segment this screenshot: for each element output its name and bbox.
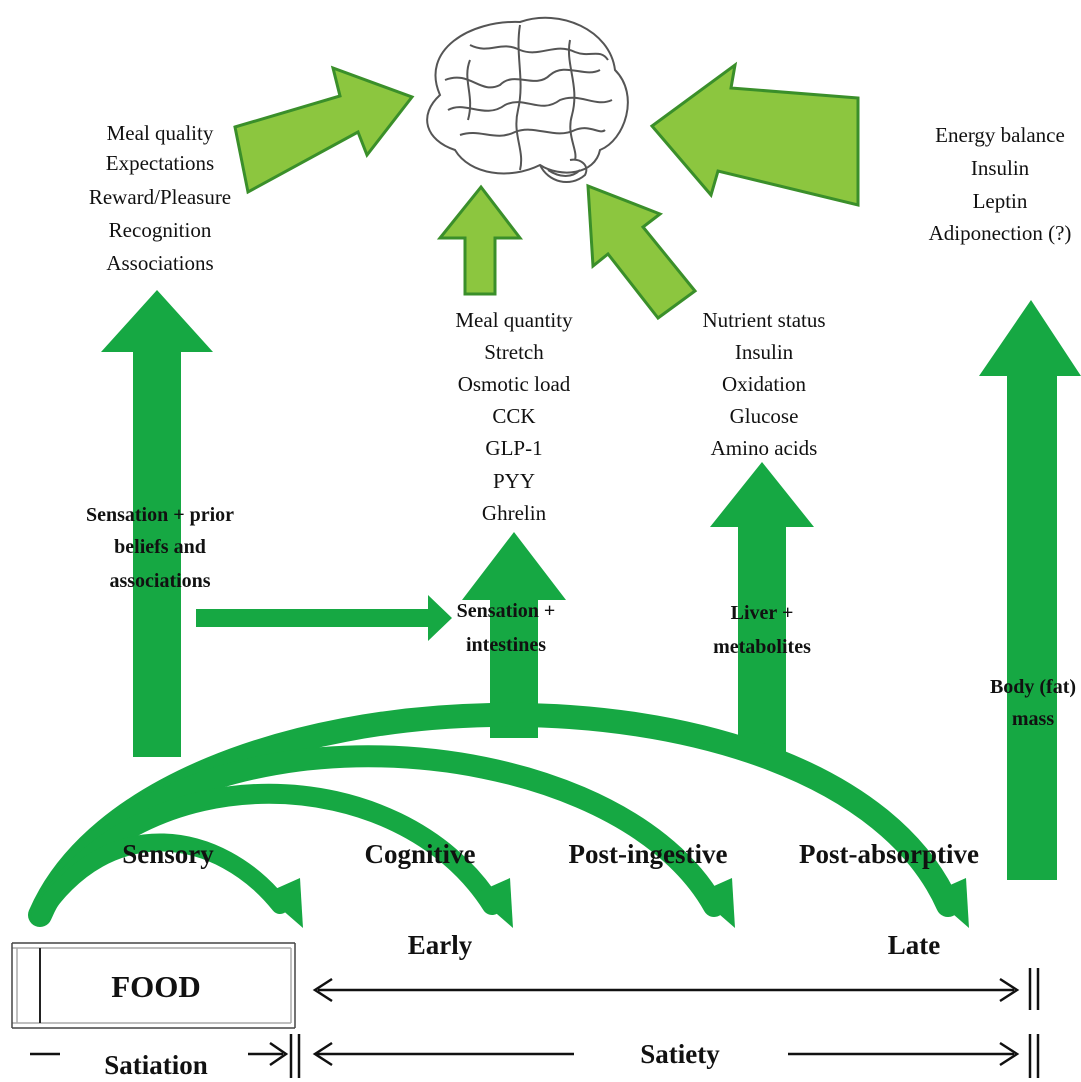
liver-factor: Amino acids bbox=[711, 436, 818, 460]
phase-arcs bbox=[28, 702, 960, 927]
arrow-liver-metabolites bbox=[710, 462, 814, 752]
arrowhead-post-ingestive bbox=[696, 878, 735, 928]
timeline-satiation-satiety: Satiation Satiety bbox=[30, 1034, 1040, 1080]
left-factor: Expectations bbox=[106, 151, 214, 175]
pathway-label-line: Liver + bbox=[731, 602, 794, 624]
timeline-late-label: Late bbox=[888, 930, 941, 960]
pathway-label-line: Sensation + prior bbox=[86, 504, 234, 526]
arrowhead-cognitive bbox=[474, 878, 513, 928]
phase-label-cognitive: Cognitive bbox=[365, 839, 476, 869]
gut-factor: GLP-1 bbox=[485, 436, 542, 460]
arrow-horizontal bbox=[196, 595, 452, 641]
pathway-label-body-fat: Body (fat) mass bbox=[990, 676, 1076, 730]
pathway-label-line: associations bbox=[109, 570, 210, 592]
pathway-label-line: Sensation + bbox=[457, 600, 556, 622]
gut-factor: CCK bbox=[492, 404, 535, 428]
left-factor: Associations bbox=[106, 251, 213, 275]
gut-factor: Ghrelin bbox=[482, 501, 547, 525]
timeline-early-late: Early Late bbox=[312, 930, 1040, 1010]
arrow-body-fat bbox=[979, 300, 1081, 880]
gut-factors-list: Meal quantity Stretch Osmotic load CCK G… bbox=[455, 308, 573, 525]
right-factors-list: Energy balance Insulin Leptin Adiponecti… bbox=[929, 123, 1072, 245]
phase-label-post-ingestive: Post-ingestive bbox=[569, 839, 728, 869]
arrowhead-post-absorptive bbox=[930, 878, 969, 928]
right-factor: Leptin bbox=[973, 189, 1028, 213]
liver-factor: Glucose bbox=[730, 404, 799, 428]
phase-label-post-absorptive: Post-absorptive bbox=[799, 839, 979, 869]
light-arrow-left bbox=[233, 65, 415, 195]
liver-factors-list: Nutrient status Insulin Oxidation Glucos… bbox=[702, 308, 825, 460]
light-arrow-arrows bbox=[233, 61, 860, 321]
pathway-label-line: mass bbox=[1012, 708, 1054, 730]
arrowhead-sensory bbox=[264, 878, 303, 928]
liver-factor: Insulin bbox=[735, 340, 794, 364]
phase-arrowheads bbox=[264, 878, 969, 928]
timeline-early-label: Early bbox=[408, 930, 473, 960]
arrow-sensation-prior bbox=[101, 290, 213, 757]
arc-sensory bbox=[31, 833, 289, 924]
satiety-label: Satiety bbox=[640, 1039, 720, 1069]
pathway-label-line: intestines bbox=[466, 634, 546, 656]
food-box: FOOD bbox=[11, 942, 296, 1029]
arrow-sensation-intestines bbox=[462, 532, 566, 738]
left-factor: Reward/Pleasure bbox=[89, 185, 231, 209]
left-factor: Meal quality bbox=[107, 121, 214, 145]
liver-factor: Oxidation bbox=[722, 372, 806, 396]
vertical-arrows bbox=[101, 290, 1081, 880]
pathway-label-line: Body (fat) bbox=[990, 676, 1076, 698]
right-factor: Adiponection (?) bbox=[929, 221, 1072, 245]
left-factors-list: Meal quality Expectations Reward/Pleasur… bbox=[89, 121, 231, 275]
satiation-label: Satiation bbox=[104, 1050, 208, 1080]
phase-label-sensory: Sensory bbox=[122, 839, 214, 869]
right-factor: Energy balance bbox=[935, 123, 1065, 147]
gut-factor: PYY bbox=[493, 469, 535, 493]
light-arrow-right bbox=[649, 61, 860, 207]
brain-icon bbox=[426, 16, 629, 184]
light-arrow-liver bbox=[586, 183, 698, 321]
right-factor: Insulin bbox=[971, 156, 1030, 180]
gut-factor: Stretch bbox=[484, 340, 544, 364]
pathway-label-sensation-prior: Sensation + prior beliefs and associatio… bbox=[86, 504, 234, 592]
pathway-label-line: beliefs and bbox=[114, 536, 206, 558]
left-factor: Recognition bbox=[109, 218, 212, 242]
food-label: FOOD bbox=[111, 969, 201, 1004]
liver-factor: Nutrient status bbox=[702, 308, 825, 332]
light-arrow-gut bbox=[436, 184, 524, 296]
pathway-label-line: metabolites bbox=[713, 636, 811, 658]
gut-factor: Meal quantity bbox=[455, 308, 573, 332]
pathway-label-sensation-intestines: Sensation + intestines bbox=[457, 600, 556, 656]
gut-factor: Osmotic load bbox=[458, 372, 571, 396]
pathway-label-liver-metabolites: Liver + metabolites bbox=[713, 602, 811, 658]
phase-labels: Sensory Cognitive Post-ingestive Post-ab… bbox=[122, 839, 979, 869]
